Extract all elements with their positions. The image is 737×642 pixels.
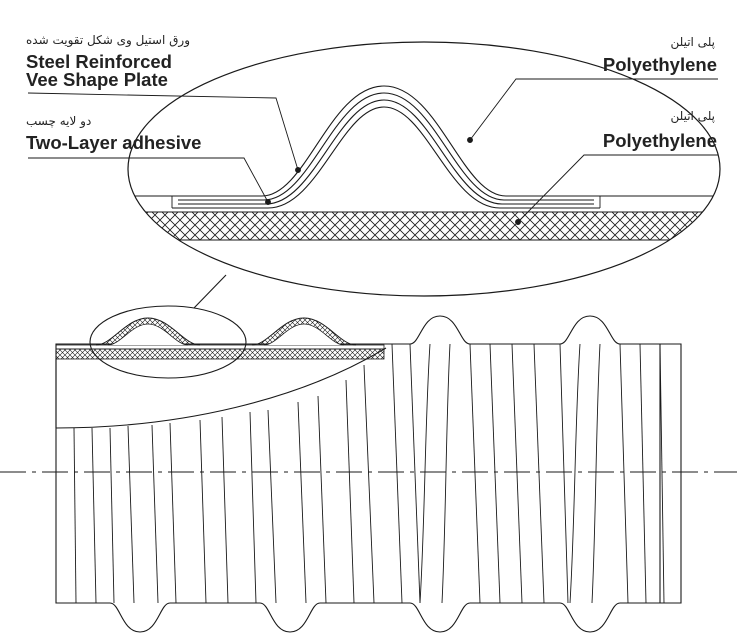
adhesive-label-fa: دو لایه چسب — [26, 114, 92, 128]
corrugated-pipe — [55, 315, 682, 633]
vee-plate-layers — [171, 85, 601, 209]
pipe-ribs — [73, 344, 665, 604]
magnified-detail — [127, 41, 721, 297]
leader-lines — [27, 78, 718, 225]
steel-plate-label-line2: Vee Shape Plate — [26, 69, 168, 90]
polyethylene-top-label-fa: پلی اتیلن — [670, 35, 715, 49]
magnify-connector — [193, 274, 227, 309]
detail-ellipse-small — [89, 305, 247, 379]
polyethylene-bottom-label: Polyethylene — [602, 130, 717, 151]
adhesive-label: Two-Layer adhesive — [26, 132, 202, 153]
polyethylene-bottom-label-fa: پلی اتیلن — [670, 109, 715, 123]
steel-plate-label-line1: Steel Reinforced — [26, 51, 172, 72]
steel-plate-label-fa: ورق استیل وی شکل تقویت شده — [26, 33, 191, 47]
polyethylene-top-label: Polyethylene — [602, 54, 717, 75]
